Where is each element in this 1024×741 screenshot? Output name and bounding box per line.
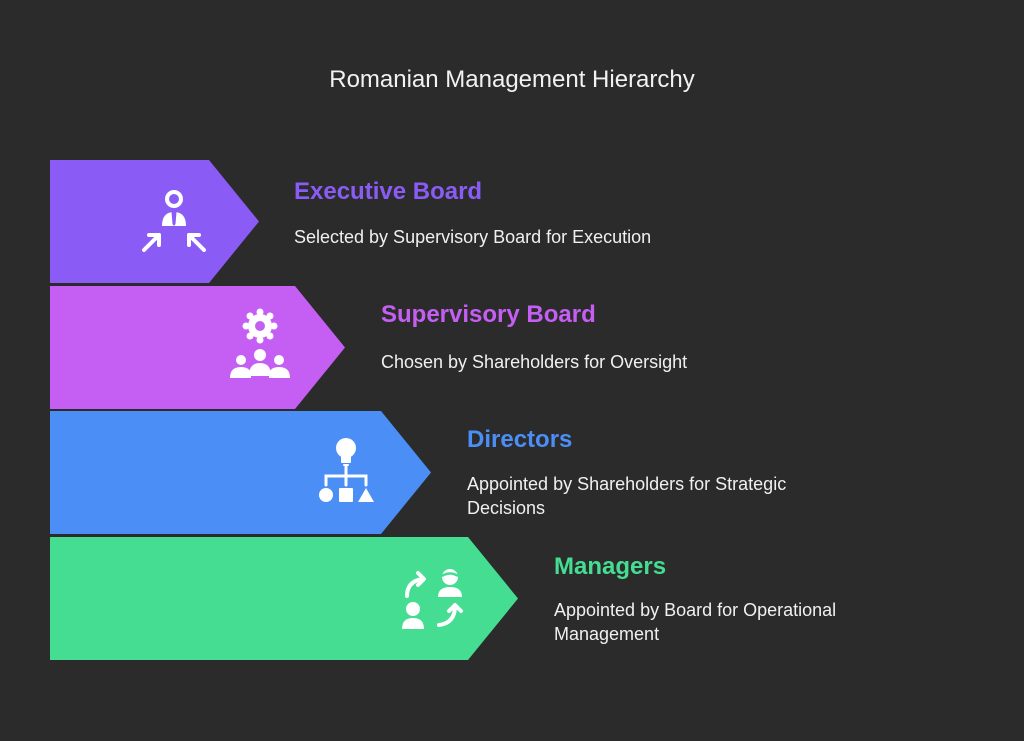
level-title: Managers [554,553,667,580]
level-directors: Directors Appointed by Shareholders for … [50,411,786,534]
level-description: Appointed by Board for Operational Manag… [554,600,837,644]
arrow-shape [50,411,431,534]
level-title: Executive Board [294,178,483,205]
level-description: Appointed by Shareholders for Strategic … [467,474,787,518]
level-description: Selected by Supervisory Board for Execut… [294,227,652,247]
idea-flowchart-icon [319,438,374,502]
arrow-shape [50,537,518,660]
level-description: Chosen by Shareholders for Oversight [381,352,688,372]
level-title: Supervisory Board [381,301,596,328]
executive-person-arrows-icon [142,190,206,252]
people-exchange-icon [402,569,463,629]
group-settings-icon [230,308,290,378]
page-title: Romanian Management Hierarchy [329,66,695,93]
level-managers: Managers Appointed by Board for Operatio… [50,537,836,660]
arrow-shape [50,160,259,283]
level-supervisory-board: Supervisory Board Chosen by Shareholders… [50,286,687,409]
arrow-shape [50,286,345,409]
level-title: Directors [467,426,573,453]
level-executive-board: Executive Board Selected by Supervisory … [50,160,651,283]
